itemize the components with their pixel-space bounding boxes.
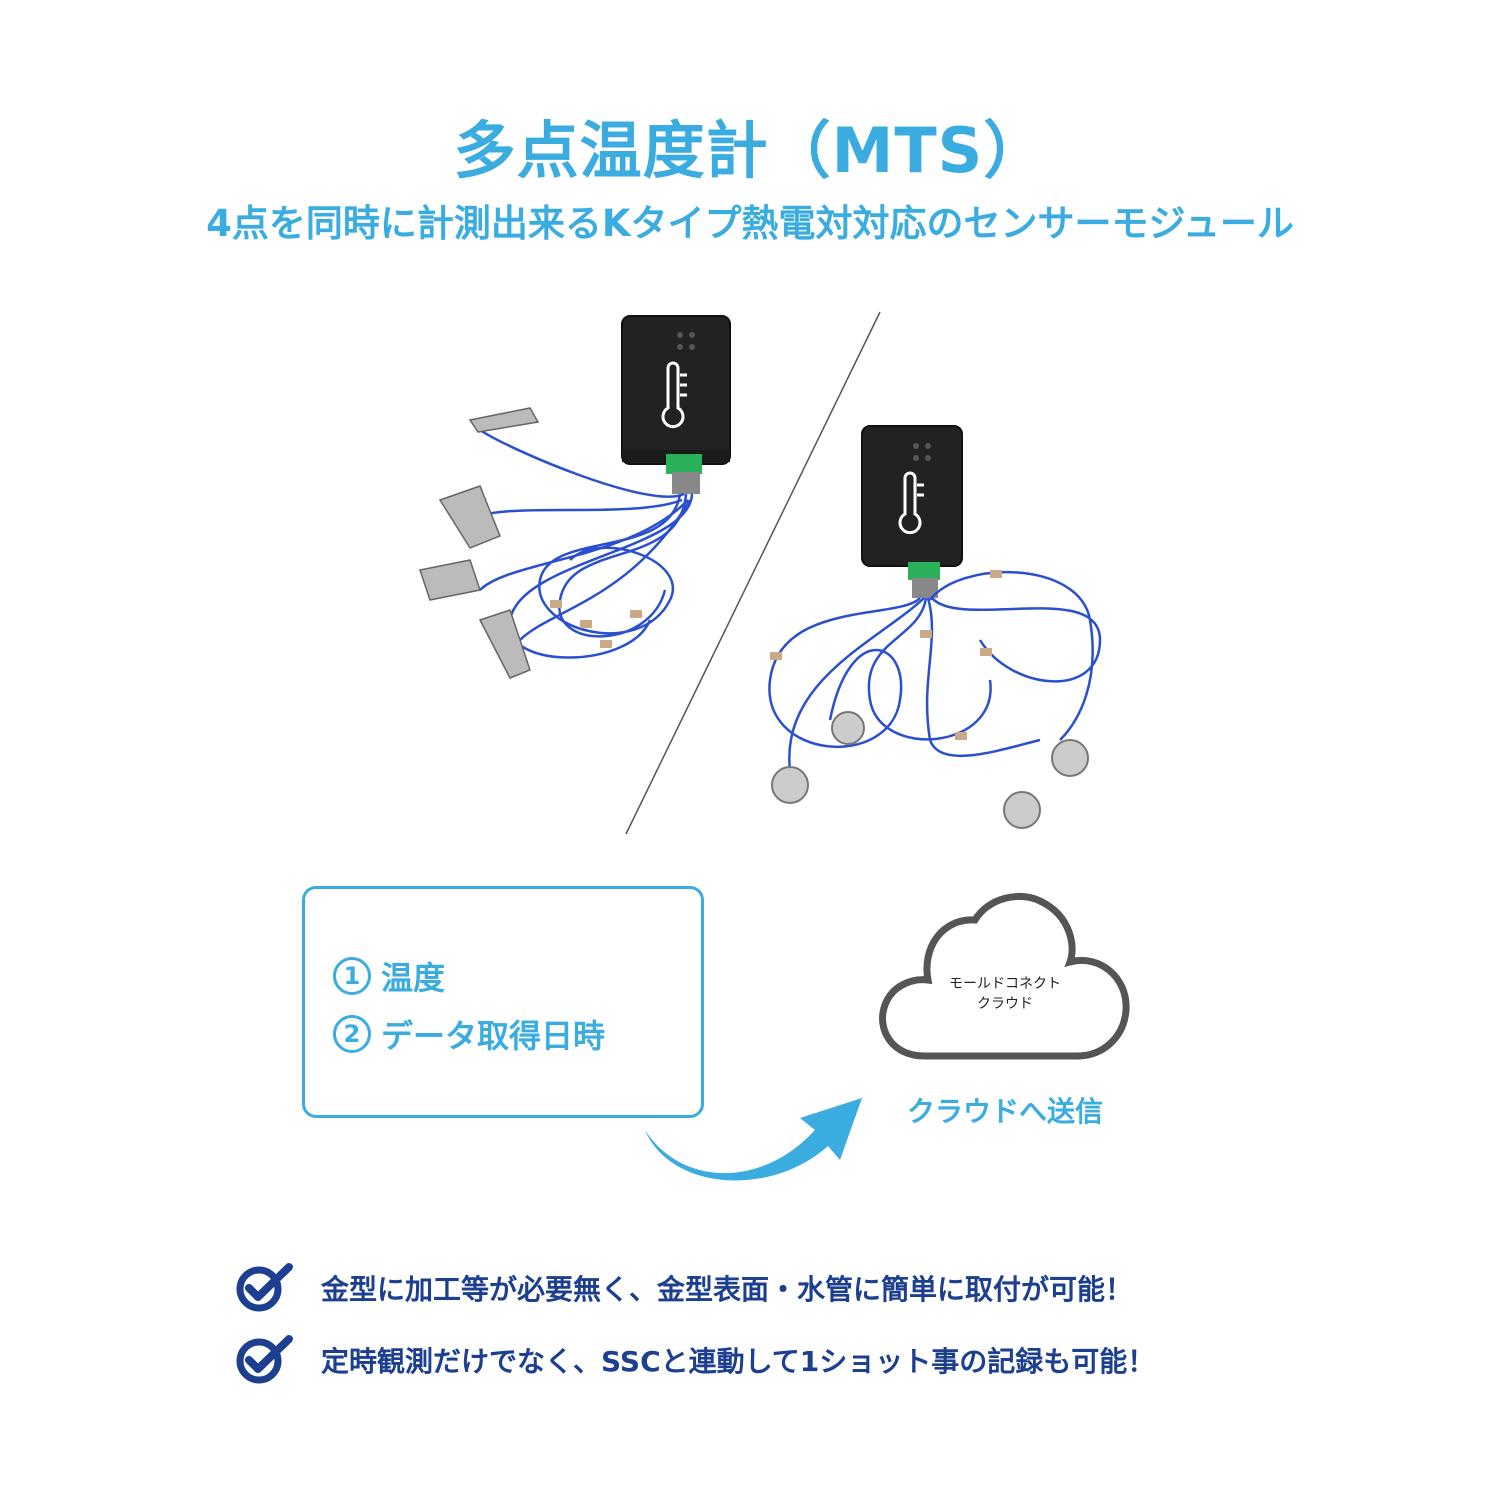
item-number: 1 <box>333 957 371 995</box>
item-number: 2 <box>333 1015 371 1053</box>
thermometer-icon <box>898 471 924 535</box>
data-item-temperature: 1 温度 <box>333 953 445 999</box>
cloud-line-2: クラウド <box>977 996 1033 1012</box>
cloud-icon: モールドコネクト クラウド <box>870 888 1140 1078</box>
page-subtitle: 4点を同時に計測出来るKタイプ熱電対対応のセンサーモジュール <box>206 202 1294 245</box>
feature-text: 金型に加工等が必要無く、金型表面・水管に簡単に取付が可能！ <box>321 1273 1134 1306</box>
feature-item: 金型に加工等が必要無く、金型表面・水管に簡単に取付が可能！ <box>235 1263 1133 1313</box>
item-label: データ取得日時 <box>381 1017 606 1055</box>
item-label: 温度 <box>381 959 446 997</box>
product-photo <box>400 300 1160 860</box>
curved-arrow-icon <box>645 1098 862 1181</box>
check-circle-icon <box>236 1335 293 1384</box>
feature-item: 定時観測だけでなく、SSCと連動して1ショット事の記録も可能！ <box>235 1335 1155 1385</box>
data-item-timestamp: 2 データ取得日時 <box>333 1011 605 1057</box>
thermometer-icon <box>661 361 687 429</box>
sensor-module-clip-type <box>419 315 731 679</box>
send-to-cloud-label: クラウドへ送信 <box>906 1095 1103 1128</box>
data-items-box: 1 温度 2 データ取得日時 <box>302 886 704 1118</box>
sensor-module-magnet-type <box>768 425 1102 829</box>
cloud-line-1: モールドコネクト <box>949 976 1061 992</box>
feature-text: 定時観測だけでなく、SSCと連動して1ショット事の記録も可能！ <box>321 1345 1156 1378</box>
check-circle-icon <box>236 1263 293 1312</box>
page-title: 多点温度計（MTS） <box>453 114 1047 187</box>
